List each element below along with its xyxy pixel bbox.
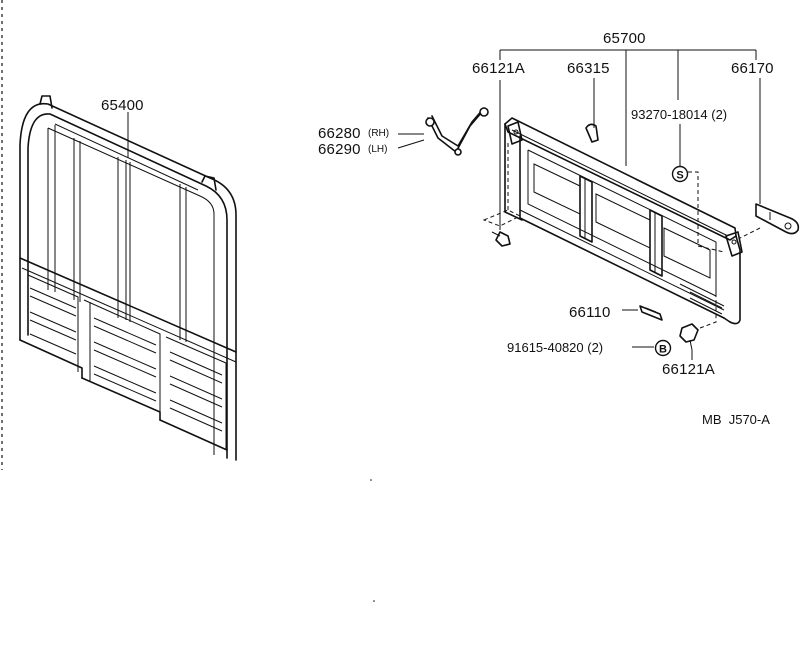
label-66315: 66315 — [567, 60, 610, 77]
screw-path — [688, 171, 725, 253]
label-65700: 65700 — [603, 30, 646, 47]
label-66121a-left: 66121A — [472, 60, 525, 77]
marker-s: S — [671, 165, 689, 183]
marker-s-text: S — [676, 170, 683, 182]
rear-frame-drawing — [19, 95, 237, 461]
bolt-left — [491, 231, 511, 247]
label-93270: 93270-18014 (2) — [631, 107, 727, 122]
label-66110: 66110 — [569, 304, 611, 321]
bolt-right — [679, 323, 699, 351]
label-66170: 66170 — [731, 60, 774, 77]
chain-part — [425, 107, 489, 156]
latch-part — [755, 203, 800, 235]
label-65400: 65400 — [101, 97, 144, 114]
stray-dot-1 — [370, 479, 372, 481]
handle-part — [585, 123, 599, 143]
marker-b: B — [654, 339, 672, 357]
reference-code: MB J570-A — [702, 412, 770, 427]
stray-dot-2 — [373, 600, 375, 602]
label-66280: 66280 — [318, 125, 361, 142]
marker-b-text: B — [659, 344, 667, 356]
hinge-path-right — [699, 270, 717, 329]
hinge-path-left — [482, 209, 522, 227]
label-66280-side: (RH) — [368, 128, 389, 139]
pin-part — [639, 305, 663, 321]
leader-66290 — [397, 139, 425, 149]
latch-path — [739, 227, 761, 239]
label-66290: 66290 — [318, 141, 361, 158]
label-66290-side: (LH) — [368, 144, 387, 155]
tailgate-drawing — [504, 117, 743, 325]
label-66121a-right: 66121A — [662, 361, 715, 378]
label-91615: 91615-40820 (2) — [507, 340, 603, 355]
